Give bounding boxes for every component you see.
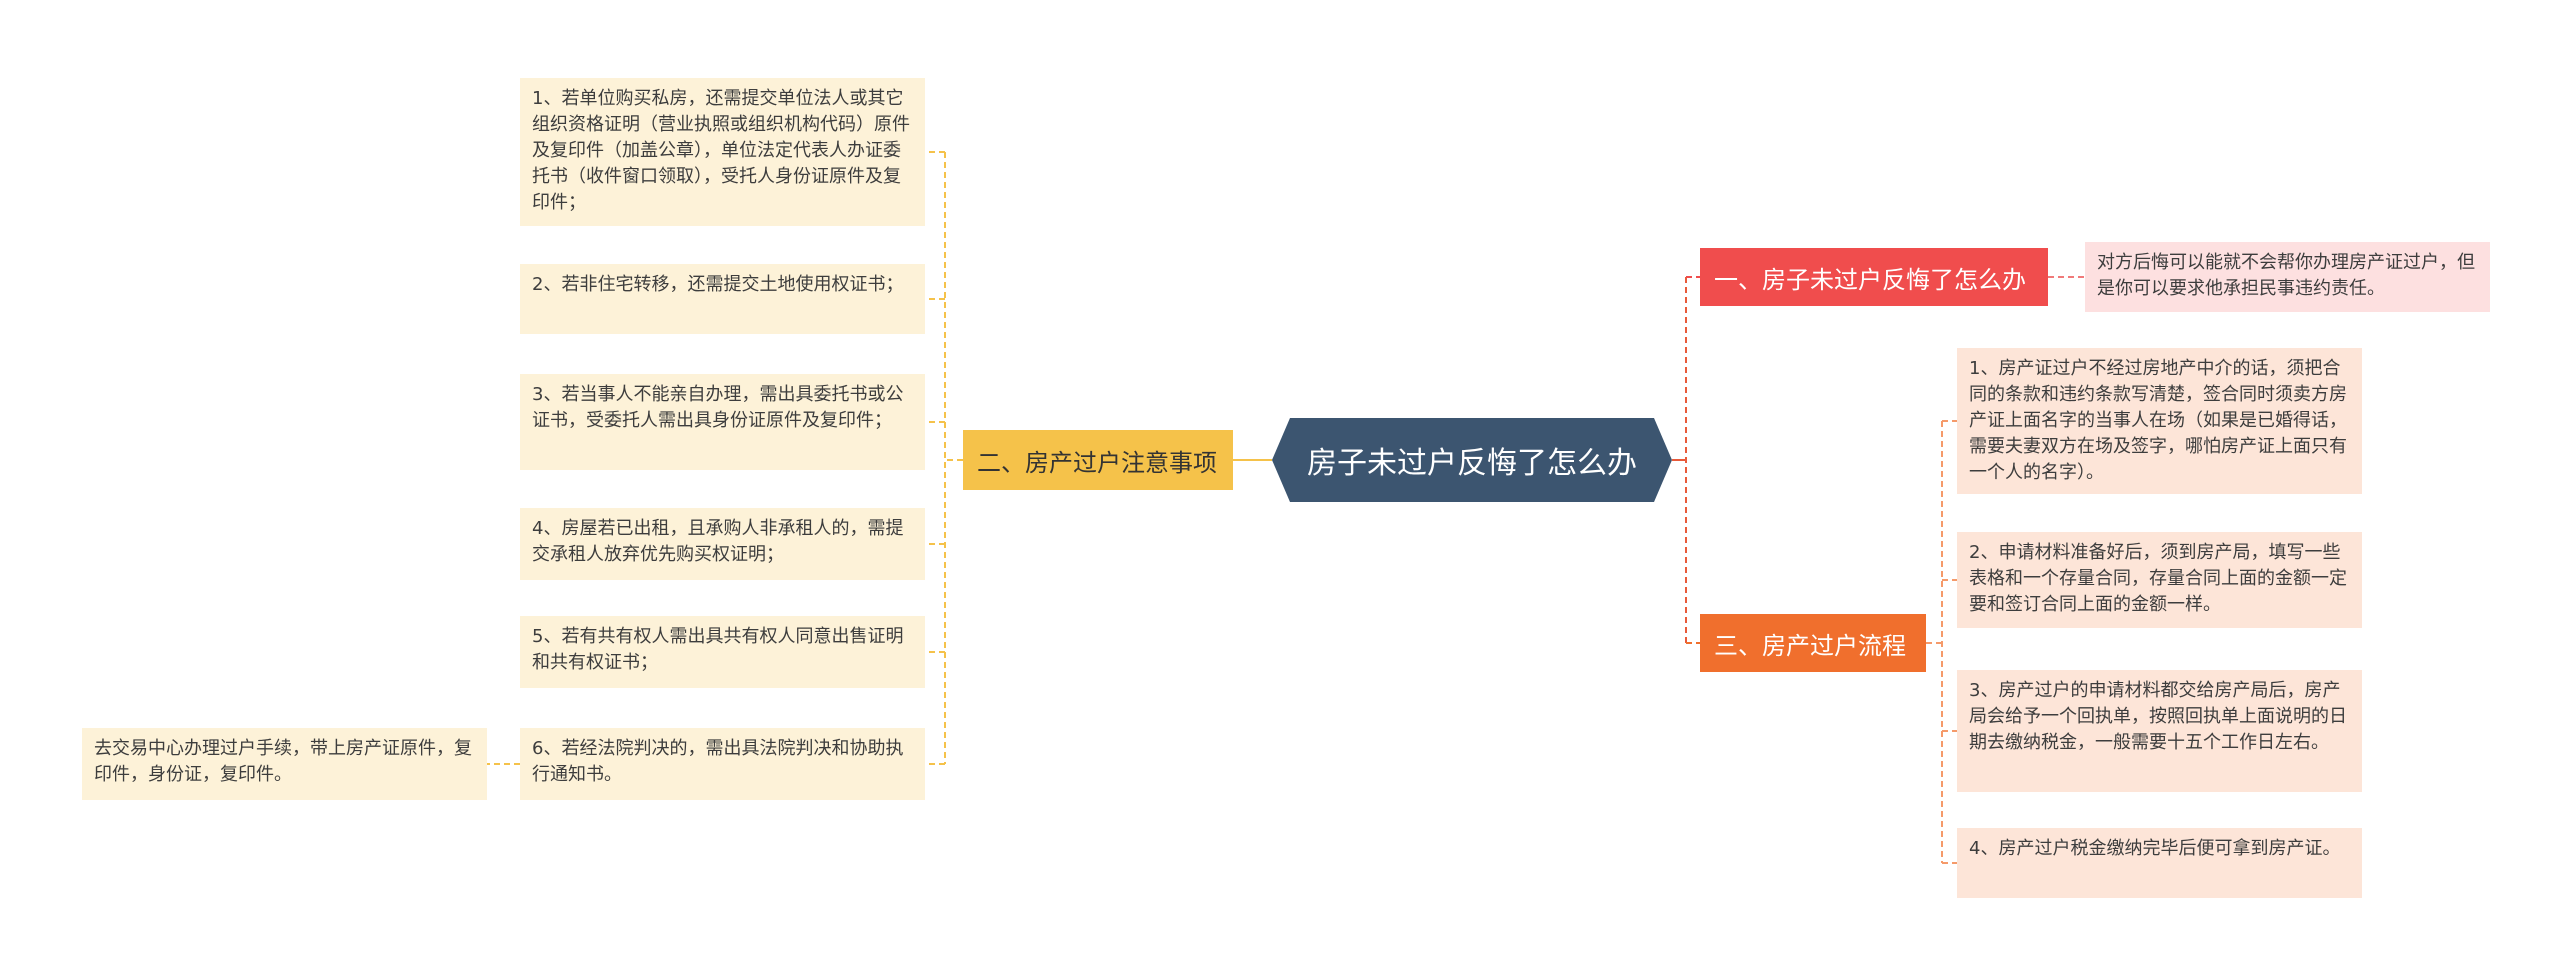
branch3-leaf-1[interactable]: 1、房产证过户不经过房地产中介的话，须把合同的条款和违约条款写清楚，签合同时须卖…	[1957, 348, 2362, 494]
branch-node-1[interactable]: 一、房子未过户反悔了怎么办	[1700, 248, 2048, 306]
branch2-leaf-3[interactable]: 3、若当事人不能亲自办理，需出具委托书或公证书，受委托人需出具身份证原件及复印件…	[520, 374, 925, 470]
branch2-leaf-5[interactable]: 5、若有共有权人需出具共有权人同意出售证明和共有权证书；	[520, 616, 925, 688]
branch2-leaf-4[interactable]: 4、房屋若已出租，且承购人非承租人的，需提交承租人放弃优先购买权证明；	[520, 508, 925, 580]
branch3-leaf-2[interactable]: 2、申请材料准备好后，须到房产局，填写一些表格和一个存量合同，存量合同上面的金额…	[1957, 532, 2362, 628]
branch3-leaf-3[interactable]: 3、房产过户的申请材料都交给房产局后，房产局会给予一个回执单，按照回执单上面说明…	[1957, 670, 2362, 792]
branch2-leaf-2[interactable]: 2、若非住宅转移，还需提交土地使用权证书；	[520, 264, 925, 334]
branch1-leaf-1[interactable]: 对方后悔可以能就不会帮你办理房产证过户，但是你可以要求他承担民事违约责任。	[2085, 242, 2490, 312]
branch2-leaf-6-sub[interactable]: 去交易中心办理过户手续，带上房产证原件，复印件，身份证，复印件。	[82, 728, 487, 800]
branch-node-3[interactable]: 三、房产过户流程	[1700, 614, 1926, 672]
branch-node-2[interactable]: 二、房产过户注意事项	[963, 430, 1233, 490]
branch2-leaf-1[interactable]: 1、若单位购买私房，还需提交单位法人或其它组织资格证明（营业执照或组织机构代码）…	[520, 78, 925, 226]
branch3-leaf-4[interactable]: 4、房产过户税金缴纳完毕后便可拿到房产证。	[1957, 828, 2362, 898]
central-topic[interactable]: 房子未过户反悔了怎么办	[1272, 418, 1672, 502]
branch2-leaf-6[interactable]: 6、若经法院判决的，需出具法院判决和协助执行通知书。	[520, 728, 925, 800]
